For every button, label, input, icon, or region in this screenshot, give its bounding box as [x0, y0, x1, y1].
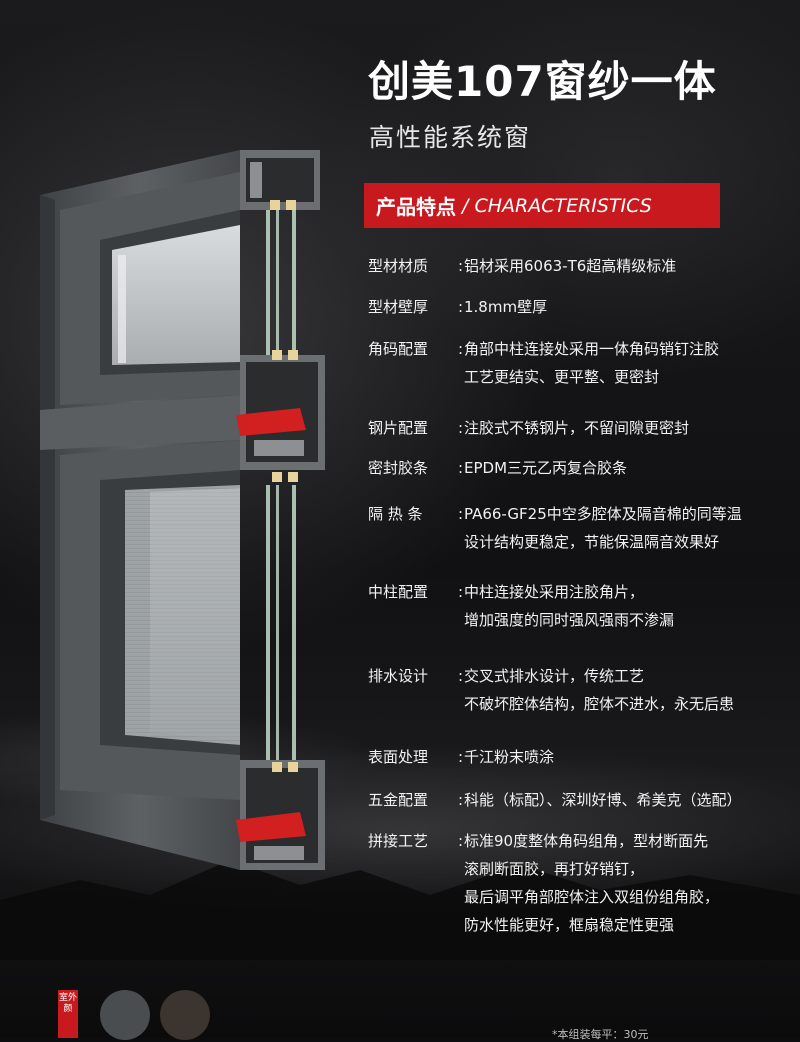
feature-value: 中柱连接处采用注胶角片， 增加强度的同时强风强雨不渗漏 — [464, 583, 675, 629]
feature-mullion: 中柱配置: 中柱连接处采用注胶角片， 增加强度的同时强风强雨不渗漏 — [368, 578, 798, 634]
feature-seal-strip: 密封胶条: EPDM三元乙丙复合胶条 — [368, 454, 798, 482]
feature-label: 型材材质 — [368, 257, 429, 275]
feature-drainage: 排水设计: 交叉式排水设计，传统工艺 不破坏腔体结构，腔体不进水，永无后患 — [368, 662, 798, 718]
feature-value: 千江粉末喷涂 — [464, 748, 555, 766]
feature-surface: 表面处理: 千江粉末喷涂 — [368, 743, 798, 771]
feature-label: 五金配置 — [368, 791, 429, 809]
product-title: 创美107窗纱一体 — [368, 57, 717, 106]
mountain-silhouette — [0, 860, 800, 960]
feature-corner-joint: 角码配置: 角部中柱连接处采用一体角码销钉注胶 工艺更结实、更平整、更密封 — [368, 335, 798, 391]
feature-assembly: 拼接工艺: 标准90度整体角码组角，型材断面先 滚刷断面胶，再打好销钉， 最后调… — [368, 827, 798, 939]
feature-steel-sheet: 钢片配置: 注胶式不锈钢片，不留间隙更密封 — [368, 414, 798, 442]
window-profile-illustration — [40, 150, 325, 870]
color-tag: 室外颜 — [58, 990, 78, 1038]
feature-label: 表面处理 — [368, 748, 429, 766]
feature-label: 角码配置 — [368, 340, 429, 358]
feature-thermal-break: 隔 热 条: PA66-GF25中空多腔体及隔音棉的同等温 设计结构更稳定，节能… — [368, 500, 798, 556]
feature-hardware: 五金配置: 科能（标配）、深圳好博、希美克（选配） — [368, 786, 798, 814]
feature-label: 隔 热 条 — [368, 505, 423, 523]
feature-label: 密封胶条 — [368, 459, 429, 477]
feature-wall-thickness: 型材壁厚: 1.8mm壁厚 — [368, 293, 798, 321]
feature-label: 型材壁厚 — [368, 298, 429, 316]
feature-label: 中柱配置 — [368, 583, 429, 601]
feature-label: 排水设计 — [368, 667, 429, 685]
feature-value: PA66-GF25中空多腔体及隔音棉的同等温 设计结构更稳定，节能保温隔音效果好 — [464, 505, 742, 551]
color-swatch-brown — [160, 990, 210, 1040]
feature-value: 科能（标配）、深圳好博、希美克（选配） — [464, 791, 742, 809]
feature-value: 交叉式排水设计，传统工艺 不破坏腔体结构，腔体不进水，永无后患 — [464, 667, 735, 713]
feature-label: 拼接工艺 — [368, 832, 429, 850]
feature-value: 角部中柱连接处采用一体角码销钉注胶 工艺更结实、更平整、更密封 — [464, 340, 720, 386]
feature-material: 型材材质: 铝材采用6063-T6超高精级标准 — [368, 252, 798, 280]
feature-value: EPDM三元乙丙复合胶条 — [464, 459, 628, 477]
feature-value: 标准90度整体角码组角，型材断面先 滚刷断面胶，再打好销钉， 最后调平角部腔体注… — [464, 832, 720, 934]
color-swatch-gray — [100, 990, 150, 1040]
feature-value: 1.8mm壁厚 — [464, 298, 548, 316]
footnote: *本组装每平：30元 — [552, 1028, 649, 1041]
section-badge-cn: 产品特点 — [376, 195, 456, 219]
feature-value: 注胶式不锈钢片，不留间隙更密封 — [464, 419, 690, 437]
section-badge-en: / CHARACTERISTICS — [462, 194, 652, 217]
product-subtitle: 高性能系统窗 — [369, 123, 532, 152]
section-badge: 产品特点 / CHARACTERISTICS — [364, 183, 720, 228]
feature-label: 钢片配置 — [368, 419, 429, 437]
feature-value: 铝材采用6063-T6超高精级标准 — [464, 257, 677, 275]
